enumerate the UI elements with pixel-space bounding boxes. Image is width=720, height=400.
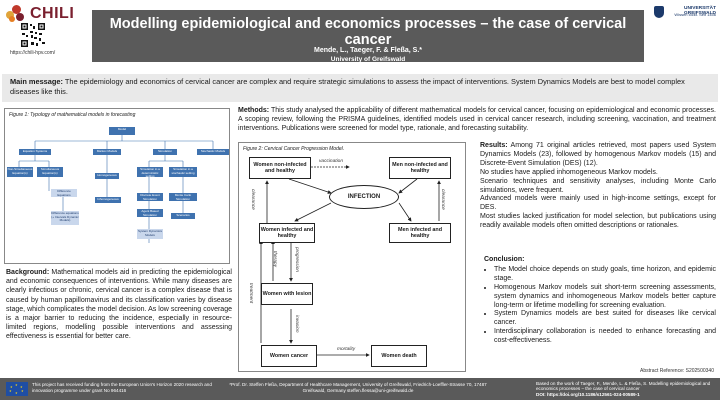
node-sim-stochastic: Simulation in a stochastic setting — [169, 167, 197, 177]
main-message-text: The epidemiology and economics of cervic… — [10, 77, 685, 96]
label-vaccination: vaccination — [319, 159, 343, 164]
results-p2: No studies have applied inhomogeneous Ma… — [480, 168, 658, 176]
background-section: Background: Mathematical models aid in p… — [6, 268, 232, 342]
node-system-dynamics: System Dynamics Models — [137, 229, 163, 239]
box-women-death: Women death — [371, 345, 427, 367]
background-label: Background: — [6, 269, 50, 276]
label-clearance-right: clearance — [440, 189, 445, 210]
box-men-infected: Men infected and healthy — [389, 223, 451, 243]
university-name: UNIVERSITÄT GREIFSWALD — [684, 6, 716, 16]
infection-node: INFECTION — [329, 185, 399, 209]
figure-2-caption: Figure 2: Cervical Cancer Progression Mo… — [243, 146, 345, 152]
qr-code-icon[interactable] — [20, 22, 46, 48]
node-equation-systems: Equation Systems — [19, 149, 51, 155]
node-agent-based: Agent Based Simulation — [137, 209, 163, 217]
node-difference-mixed: Difference equations (+ Intervals Dynami… — [51, 211, 79, 225]
university-logo: UNIVERSITÄT GREIFSWALD Wissen lockt. Sei… — [652, 6, 716, 32]
poster-affiliation: University of Greifswald — [330, 56, 406, 63]
results-p5: Most studies lacked justification for mo… — [480, 213, 716, 230]
node-scenarios: Scenarios — [171, 213, 195, 219]
node-model: Model — [109, 127, 135, 135]
figure-1-typology: Figure 1: Typology of mathematical model… — [4, 108, 230, 264]
box-men-noninfected: Men non-infected and healthy — [389, 157, 451, 179]
contact-text: *Prof. Dr. Steffen Fleßa, Department of … — [229, 382, 487, 393]
qr-url-text[interactable]: https://chili-hpv.com/ — [10, 50, 56, 56]
node-difference-equations: Difference Equations — [51, 189, 77, 197]
poster-authors: Mende, L., Taeger, F. & Fleßa, S.* — [313, 47, 422, 54]
poster-header: CHILI https://chili-hpv.com/ Modelling e… — [0, 0, 720, 64]
results-section: Results: Among 71 original articles retr… — [480, 142, 716, 231]
label-clearance-left: clearance — [250, 189, 255, 210]
node-simulation: Simulation — [153, 149, 177, 155]
eu-flag-icon: ★★★ ★★★ — [6, 382, 28, 396]
doi-link[interactable]: DOI: https://doi.org/10.1186/s12561-024-… — [536, 391, 640, 397]
methods-section: Methods: This study analysed the applica… — [238, 106, 716, 133]
chili-brand-text: CHILI — [30, 5, 75, 22]
poster-title: Modelling epidemiological and economics … — [109, 16, 627, 48]
node-discrete-event: Discrete Event Simulation — [137, 193, 163, 201]
methods-label: Methods: — [238, 107, 270, 114]
conclusion-item: The Model choice depends on study goals,… — [494, 266, 716, 284]
chili-logo: CHILI — [6, 4, 74, 24]
box-women-noninfected: Women non-infected and healthy — [249, 157, 311, 179]
based-on-work: Based on the work of Taeger, F., Mende, … — [536, 381, 718, 397]
university-crest-icon — [654, 6, 664, 18]
results-label: Results: — [480, 142, 508, 149]
figure-1-caption: Figure 1: Typology of mathematical model… — [9, 112, 136, 118]
conclusion-label: Conclusion: — [484, 256, 525, 263]
box-women-infected: Women infected and healthy — [259, 223, 315, 243]
conclusion-section: Conclusion: The Model choice depends on … — [484, 256, 716, 346]
title-banner: Modelling epidemiological and economics … — [92, 10, 644, 63]
label-progression: progression — [294, 247, 299, 273]
university-tagline: Wissen lockt. Seit 1456 — [674, 12, 716, 17]
figure-2-arrows — [239, 165, 441, 357]
figure-1-connectors — [18, 135, 214, 243]
node-homogeneous: Homogeneous — [95, 173, 119, 179]
label-mortality: mortality — [337, 347, 356, 352]
node-simultaneous: Simultaneous Equation(s) — [37, 167, 63, 177]
label-treatment: treatment — [248, 283, 253, 304]
results-p3: Scenario techniques and sensitivity anal… — [480, 177, 716, 194]
node-stochastic-models: Stochastic Models — [197, 149, 229, 155]
main-message-label: Main message: — [10, 77, 63, 86]
methods-text: This study analysed the applicability of… — [238, 107, 716, 132]
node-non-simultaneous: Non-Simultaneous Equation(s) — [7, 167, 33, 177]
chili-logo-mark-icon — [6, 5, 26, 23]
label-therapy: therapy — [272, 251, 277, 267]
node-markov-models: Markov Models — [93, 149, 121, 155]
conclusion-list: The Model choice depends on study goals,… — [494, 266, 716, 346]
results-p4: Advanced models were mainly used in high… — [480, 195, 716, 212]
abstract-reference: Abstract Reference: S202500340 — [640, 368, 714, 374]
poster-footer: ★★★ ★★★ This project has received fundin… — [0, 378, 720, 400]
funding-text: This project has received funding from t… — [32, 382, 212, 393]
main-message-box: Main message: The epidemiology and econo… — [2, 74, 718, 102]
conclusion-item: Interdisciplinary collaboration is neede… — [494, 328, 716, 346]
background-text: Mathematical models aid in predicting th… — [6, 269, 232, 341]
box-women-cancer: Women cancer — [261, 345, 317, 367]
node-inhomogeneous: Inhomogeneous — [95, 197, 121, 203]
box-women-lesion: Women with lesion — [261, 283, 313, 305]
node-sim-deterministic: Simulation in a deterministic setting — [137, 167, 163, 178]
node-monte-carlo: Monte Carlo Simulation — [169, 193, 197, 201]
conclusion-item: Homogenous Markov models suit short-term… — [494, 284, 716, 311]
results-p1: Among 71 original articles retrieved, mo… — [480, 142, 716, 167]
figure-2-progression: Figure 2: Cervical Cancer Progression Mo… — [238, 142, 466, 372]
based-on-text: Based on the work of Taeger, F., Mende, … — [536, 381, 711, 392]
label-invasion: invasion — [294, 315, 299, 333]
conclusion-item: System Dynamics models are best suited f… — [494, 310, 716, 328]
